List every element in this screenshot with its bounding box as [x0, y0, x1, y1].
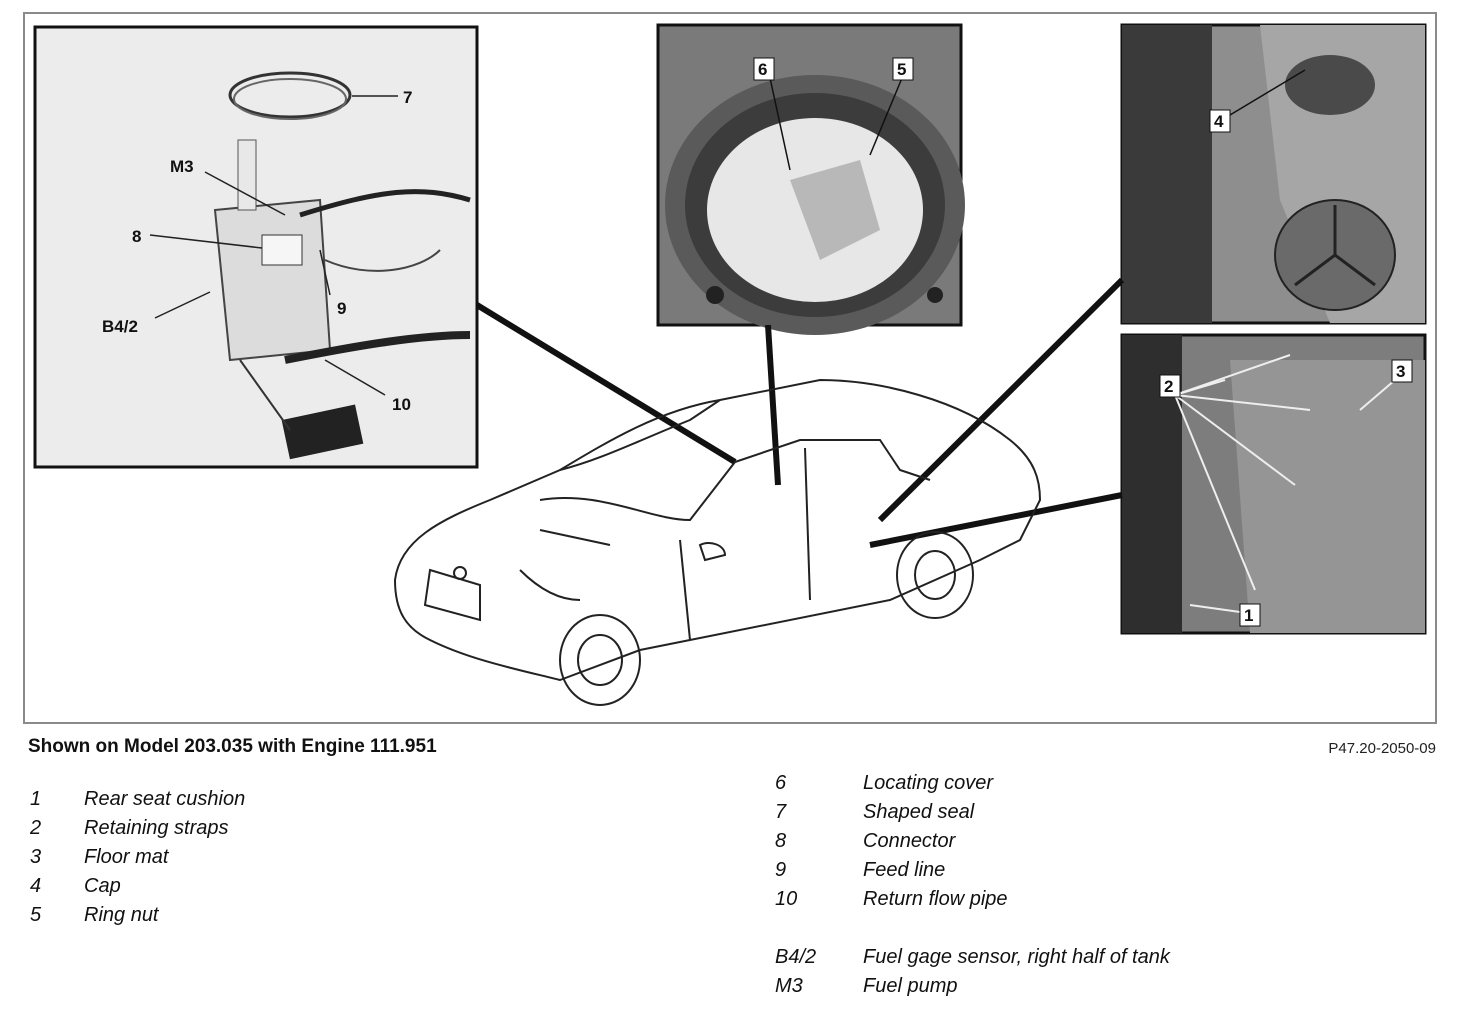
legend-item: B4/2 Fuel gage sensor, right half of tan…: [775, 943, 1170, 972]
callout-6: 6: [758, 60, 767, 79]
car-grille: [423, 568, 481, 622]
legend-label: Fuel gage sensor, right half of tank: [863, 946, 1170, 968]
legend-key: 9: [775, 859, 787, 881]
legend-item: 6 Locating cover: [775, 769, 1170, 798]
legend-label: Locating cover: [863, 772, 994, 794]
legend-item: 4 Cap: [30, 872, 245, 901]
callout-b4-2: B4/2: [102, 317, 138, 336]
legend-key: 8: [775, 830, 787, 852]
legend-item: 3 Floor mat: [30, 843, 245, 872]
callout-5: 5: [897, 60, 906, 79]
callout-10: 10: [392, 395, 411, 414]
legend-label: Rear seat cushion: [84, 788, 246, 810]
callout-4: 4: [1214, 112, 1224, 131]
figure-caption: Shown on Model 203.035 with Engine 111.9…: [28, 736, 437, 757]
front-wheel: [559, 614, 641, 706]
legend-key: B4/2: [775, 946, 817, 968]
legend-key: 7: [775, 801, 787, 823]
legend-key: 10: [775, 888, 798, 910]
callout-1: 1: [1244, 606, 1253, 625]
technical-illustration: 7 M3 8 9 B4/2 10 6 5 4: [33, 23, 1427, 706]
cap-panel: 4: [1120, 23, 1427, 325]
legend-key: 2: [30, 817, 42, 839]
locating-cover-panel: 6 5: [656, 23, 965, 335]
legend-key: 4: [30, 875, 42, 897]
callout-3: 3: [1396, 362, 1405, 381]
floor-mat: [1230, 360, 1425, 633]
legend-item: 5 Ring nut: [30, 901, 245, 930]
car-drawing: [393, 378, 1042, 706]
legend-item: 2 Retaining straps: [30, 814, 245, 843]
legend-label: Return flow pipe: [863, 888, 1008, 910]
pump-sensor-rod: [237, 139, 257, 211]
callout-2: 2: [1164, 377, 1173, 396]
figure-reference-id: P47.20-2050-09: [1328, 740, 1436, 757]
rear-wheel: [896, 531, 974, 619]
connector-block: [261, 234, 303, 266]
figure-frame: [23, 12, 1437, 724]
legend-label: Fuel pump: [863, 975, 958, 997]
legend-item: 8 Connector: [775, 827, 1170, 856]
legend-label: Feed line: [863, 859, 946, 881]
legend-label: Floor mat: [84, 846, 169, 868]
legend-label: Cap: [84, 875, 121, 897]
legend-left: 1 Rear seat cushion 2 Retaining straps 3…: [30, 785, 245, 930]
return-flow-hose: [284, 331, 471, 364]
legend-label: Shaped seal: [863, 801, 975, 823]
fuel-pump-panel: 7 M3 8 9 B4/2 10: [33, 25, 479, 469]
legend-key: 1: [30, 788, 42, 810]
fuel-gage-float: [281, 404, 364, 460]
legend-label: Retaining straps: [84, 817, 229, 839]
legend-item: 9 Feed line: [775, 856, 1170, 885]
legend-item: M3 Fuel pump: [775, 972, 1170, 1001]
legend-spacer: [775, 914, 1170, 943]
callout-8: 8: [132, 227, 141, 246]
callout-9: 9: [337, 299, 346, 318]
pump-body: [213, 198, 332, 362]
legend-key: 3: [30, 846, 42, 868]
feed-line-hose: [299, 189, 471, 218]
legend-label: Ring nut: [84, 904, 159, 926]
legend-item: 1 Rear seat cushion: [30, 785, 245, 814]
callout-7: 7: [403, 88, 412, 107]
shaped-seal-ring: [228, 71, 352, 119]
legend-key: M3: [775, 975, 803, 997]
legend-item: 10 Return flow pipe: [775, 885, 1170, 914]
legend-item: 7 Shaped seal: [775, 798, 1170, 827]
legend-right: 6 Locating cover 7 Shaped seal 8 Connect…: [775, 769, 1170, 1001]
callout-m3: M3: [170, 157, 194, 176]
legend-key: 6: [775, 772, 787, 794]
floor-panel: 2 3 1: [1120, 333, 1427, 635]
legend-key: 5: [30, 904, 42, 926]
legend-label: Connector: [863, 830, 956, 852]
pointer-lines: [475, 277, 1125, 548]
